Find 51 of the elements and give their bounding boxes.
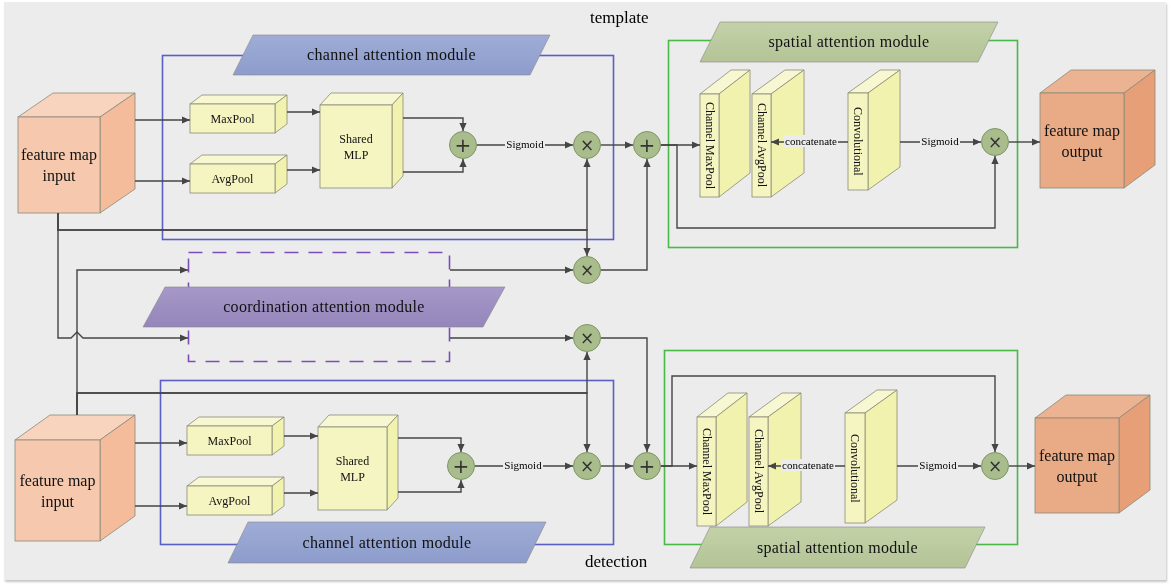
cube-label: feature map output: [1038, 445, 1116, 488]
arrow: [402, 117, 467, 132]
slab-label: Channel AvgPool: [754, 102, 769, 189]
cube-label: feature map output: [1043, 120, 1121, 163]
arrow: [134, 177, 191, 185]
block-label: MaxPool: [209, 110, 256, 127]
arrow: [449, 334, 574, 342]
arrow: [402, 158, 467, 173]
arrow: [1008, 138, 1041, 146]
module-title: spatial attention module: [756, 537, 919, 559]
slab-label: Convolutional: [848, 432, 862, 505]
arrow: [660, 375, 999, 467]
arrow: [286, 166, 321, 174]
arrow: [600, 158, 651, 271]
arrow: [600, 141, 634, 149]
edge-label: Sigmoid: [505, 138, 545, 150]
slab-label: Channel AvgPool: [751, 428, 766, 516]
slab-label: Channel MaxPool: [702, 102, 717, 189]
arrow: [600, 337, 651, 453]
arrow: [134, 439, 188, 447]
cube-label: feature map input: [18, 470, 97, 513]
module-title: channel attention module: [306, 45, 477, 65]
edge-label: Sigmoid: [920, 135, 960, 147]
arrow: [57, 212, 189, 342]
block-label: Shared MLP: [338, 130, 374, 164]
section-label: detection: [585, 552, 648, 572]
block-label: AvgPool: [210, 170, 255, 187]
arrow: [397, 479, 465, 493]
arrow: [1008, 462, 1036, 470]
arrow: [397, 437, 465, 453]
arrow: [600, 462, 634, 470]
arrow: [134, 502, 188, 510]
slab-label: Convolutional: [851, 106, 865, 178]
section-label: template: [590, 8, 649, 28]
module-title: channel attention module: [301, 532, 473, 553]
arrow: [134, 116, 191, 124]
edge-label: Sigmoid: [918, 459, 958, 471]
slab-label: Channel MaxPool: [699, 427, 714, 517]
edge-label: concatenate: [781, 459, 835, 471]
arrow: [76, 392, 591, 453]
cube-label: feature map input: [20, 145, 98, 187]
edge-label: concatenate: [784, 135, 838, 147]
arrow: [660, 144, 999, 229]
edge-label: Sigmoid: [503, 459, 543, 471]
module-title: spatial attention module: [767, 32, 931, 53]
block-label: MaxPool: [206, 432, 253, 449]
block-label: Shared MLP: [334, 452, 371, 486]
block-label: AvgPool: [207, 492, 252, 509]
arrow: [449, 266, 574, 274]
arrow: [283, 432, 319, 440]
module-title: coordination attention module: [222, 297, 426, 317]
